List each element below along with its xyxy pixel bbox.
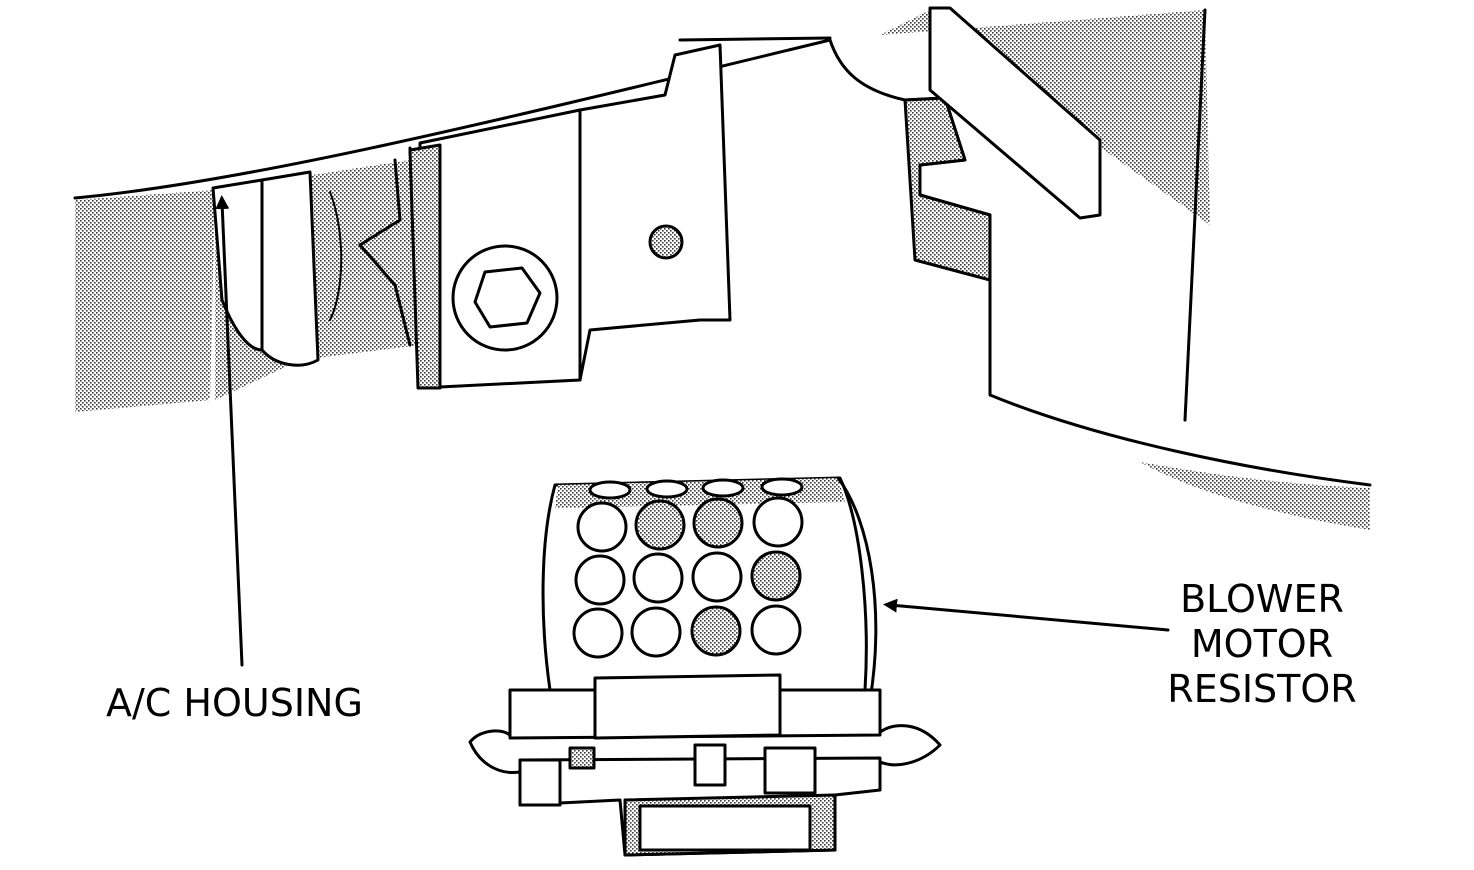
resistor-leader-arrow	[883, 598, 1170, 632]
housing-shaded-left	[75, 190, 215, 412]
blower-motor-resistor-label-line2: MOTOR	[1191, 622, 1333, 666]
coil-opening	[632, 552, 684, 604]
top-slots	[588, 477, 804, 500]
lower-right-shade	[1140, 462, 1370, 530]
cover-panel-outline	[828, 38, 1372, 487]
top-slot	[645, 479, 689, 499]
blower-motor-resistor-label-line3: RESISTOR	[1167, 667, 1356, 711]
top-slot	[760, 477, 804, 497]
housing-zigzag	[358, 158, 412, 347]
coil-opening	[690, 605, 742, 657]
ac-housing-assembly	[73, 6, 1372, 530]
cover-notch-shade	[903, 96, 992, 282]
resistor-side-curve	[836, 476, 878, 702]
housing-lip-top	[678, 36, 832, 42]
housing-rib-pipe	[260, 170, 320, 367]
bolt-hex-head	[473, 266, 542, 329]
bolt-washer	[451, 244, 559, 352]
coil-opening	[750, 604, 802, 656]
ac-housing-leader-arrow	[215, 195, 244, 667]
top-slot	[701, 478, 745, 498]
diagonal-bar	[928, 6, 1102, 220]
connector-pin-left	[568, 746, 596, 770]
housing-pipe-curve	[329, 191, 343, 321]
connector-clip-left	[518, 758, 562, 807]
connector-latch	[638, 804, 812, 852]
resistor-base-inner	[593, 673, 782, 740]
right-panel-edge	[1183, 8, 1207, 422]
coil-opening	[752, 496, 804, 548]
bracket-tab	[578, 43, 732, 382]
coil-opening	[630, 606, 682, 658]
coil-openings	[572, 496, 804, 659]
coil-opening	[572, 607, 624, 659]
coil-opening	[576, 501, 628, 553]
top-slot	[588, 480, 632, 500]
blower-motor-resistor	[468, 476, 942, 857]
coil-opening	[692, 497, 744, 549]
coil-opening	[691, 551, 743, 603]
cover-upper-shade	[880, 10, 1210, 225]
connector-key	[693, 743, 727, 787]
coil-opening	[574, 554, 626, 606]
bracket-edge-shade	[408, 143, 442, 390]
ac-housing-label: A/C HOUSING	[106, 681, 363, 725]
coil-opening	[634, 499, 686, 551]
rivet	[648, 224, 684, 260]
coil-opening	[750, 550, 802, 602]
blower-motor-resistor-label-line1: BLOWER	[1180, 577, 1344, 621]
connector-clip-right	[763, 746, 817, 795]
mounting-bracket	[418, 108, 582, 390]
